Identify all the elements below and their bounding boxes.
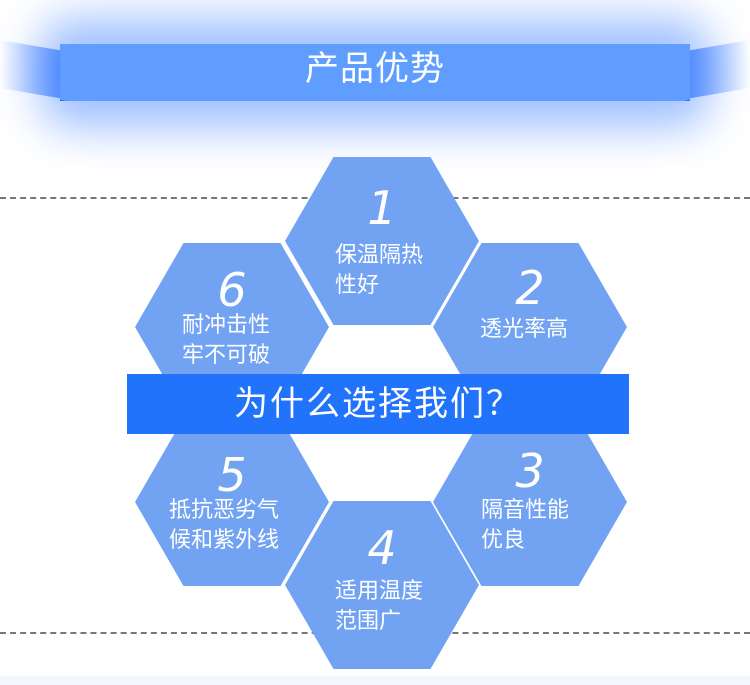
header-band	[60, 44, 690, 101]
advantage-number: 6	[217, 263, 247, 317]
advantage-number: 5	[217, 448, 247, 502]
why-choose-us-banner: 为什么选择我们？	[127, 374, 629, 434]
advantage-number: 2	[515, 261, 545, 315]
advantage-text-line2: 范围广	[335, 609, 402, 634]
advantage-number: 3	[515, 444, 545, 498]
advantage-text-line1: 保温隔热	[335, 243, 424, 268]
advantage-text-line1: 抵抗恶劣气	[169, 498, 280, 523]
page-title: 产品优势	[305, 49, 445, 89]
advantage-hex-4: 4 适用温度 范围广	[285, 501, 479, 669]
ribbon-left-wing	[0, 40, 70, 100]
advantage-number: 1	[367, 181, 397, 235]
advantage-text-line2: 性好	[335, 273, 380, 298]
advantage-number: 4	[367, 521, 397, 575]
advantage-text-line1: 隔音性能	[481, 498, 570, 523]
advantage-hex-1: 1 保温隔热 性好	[285, 157, 479, 325]
advantage-text-line2: 优良	[481, 528, 526, 553]
advantage-text-line2: 候和紫外线	[169, 528, 280, 553]
header-arc	[60, 44, 690, 101]
bottom-strip	[0, 676, 750, 685]
advantage-text-line1: 适用温度	[335, 579, 424, 604]
advantage-text-line1: 耐冲击性	[182, 313, 271, 338]
advantage-hex-3: 3 隔音性能 优良	[433, 418, 627, 586]
ribbon-right-wing	[680, 40, 750, 100]
advantage-text-line2: 牢不可破	[182, 343, 271, 368]
advantage-text-line1: 透光率高	[480, 317, 569, 342]
why-choose-us-text: 为什么选择我们？	[234, 384, 522, 424]
